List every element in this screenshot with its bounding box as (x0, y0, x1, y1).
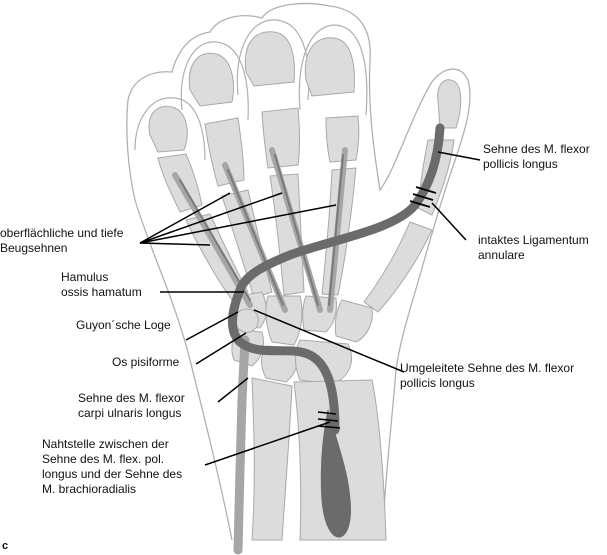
label-fpl-tendon-line-2: pollicis longus (483, 157, 558, 171)
flexor-tendon-index (327, 147, 348, 313)
label-ligament-line-1: intaktes Ligamentum (478, 233, 589, 247)
label-guyon: Guyon´sche Loge (76, 318, 171, 333)
ligament-mark-1 (415, 186, 437, 194)
flexor-core-little (179, 179, 251, 301)
label-hamulus: Hamulus ossis hamatum (61, 270, 142, 300)
leader-suture (204, 421, 331, 466)
label-suture-line-4: M. brachioradialis (42, 482, 137, 496)
suture-marks (317, 411, 341, 429)
little-distal-phalanx (148, 105, 188, 153)
label-pisiform-line-1: Os pisiforme (112, 355, 180, 369)
panel-letter: c (2, 540, 9, 552)
leader-flexors-4 (139, 242, 211, 246)
ring-middle-phalanx (204, 117, 245, 187)
flexor-core-index (328, 154, 344, 306)
middle-distal-phalanx (244, 31, 295, 87)
label-intact-ligament: intaktes Ligamentum annulare (478, 233, 589, 263)
index-middle-phalanx (325, 115, 360, 163)
label-flexors-line-1: oberflächliche und tiefe (0, 226, 124, 240)
label-flexors-line-2: Beugsehnen (0, 241, 68, 255)
label-fpl-tendon: Sehne des M. flexor pollicis longus (483, 142, 590, 172)
flexor-tendon-little (172, 172, 253, 308)
label-fcu-line-2: carpi ulnaris longus (78, 406, 182, 420)
label-fcu-tendon: Sehne des M. flexor carpi ulnaris longus (78, 391, 185, 421)
label-rerouted-line-2: pollicis longus (400, 376, 475, 390)
flexor-tendons-dark-core (179, 154, 344, 306)
label-guyon-line-1: Guyon´sche Loge (76, 318, 171, 332)
ring-finger-outline (180, 41, 249, 121)
label-ligament-line-2: annulare (478, 248, 525, 262)
metacarpal-1 (363, 221, 433, 313)
leader-pisiform (195, 332, 247, 365)
flexor-core-middle (274, 154, 319, 306)
thumb-proximal-phalanx (417, 139, 455, 216)
index-distal-phalanx (304, 37, 355, 97)
label-hamulus-line-1: Hamulus (61, 270, 109, 284)
little-finger-outline (134, 97, 206, 161)
label-fcu-line-1: Sehne des M. flexor (78, 391, 185, 405)
leader-flexors-1 (139, 192, 231, 244)
suture-mark-3 (317, 425, 341, 429)
ligament-mark-3 (409, 200, 431, 208)
annular-ligament-marks (409, 186, 437, 208)
middle-middle-phalanx (261, 107, 300, 169)
label-hamulus-line-2: ossis hamatum (61, 285, 142, 299)
rerouted-fpl-tendon (228, 123, 445, 435)
suture-mark-2 (317, 418, 339, 422)
brachioradialis-tendon (320, 409, 351, 538)
ligament-mark-2 (412, 193, 434, 201)
leader-fcu (217, 377, 249, 403)
index-finger-outline (298, 24, 368, 116)
capitate-bone (265, 295, 303, 346)
leader-ligament (431, 202, 467, 241)
suture-mark-1 (317, 411, 337, 415)
leader-guyon (185, 311, 239, 341)
leader-flexors-2 (139, 192, 283, 244)
metacarpal-3 (269, 173, 305, 296)
leader-flexors-3 (139, 204, 337, 244)
label-rerouted-fpl: Umgeleitete Sehne des M. flexor pollicis… (400, 361, 574, 391)
leader-lines (139, 151, 481, 466)
hand-outline (126, 2, 471, 541)
fcu-tendon (233, 335, 250, 555)
ulna-bone (251, 377, 293, 541)
label-suture-site: Nahtstelle zwischen der Sehne des M. fle… (42, 437, 182, 497)
leader-fpl (437, 151, 481, 161)
ring-distal-phalanx (188, 52, 234, 107)
bones (148, 31, 462, 541)
flexor-core-ring (227, 169, 284, 306)
label-suture-line-1: Nahtstelle zwischen der (42, 437, 169, 451)
trapezium-bone (334, 299, 373, 343)
label-superficial-deep-flexors: oberflächliche und tiefe Beugsehnen (0, 226, 123, 256)
label-suture-line-3: longus und der Sehne des (42, 467, 183, 481)
thumb-distal-phalanx (437, 79, 462, 129)
leader-rerouted (253, 309, 405, 373)
label-pisiform: Os pisiforme (112, 355, 179, 370)
label-rerouted-line-1: Umgeleitete Sehne des M. flexor (400, 361, 575, 375)
label-fpl-tendon-line-1: Sehne des M. flexor (483, 142, 590, 156)
label-suture-line-2: Sehne des M. flex. pol. (42, 452, 165, 466)
